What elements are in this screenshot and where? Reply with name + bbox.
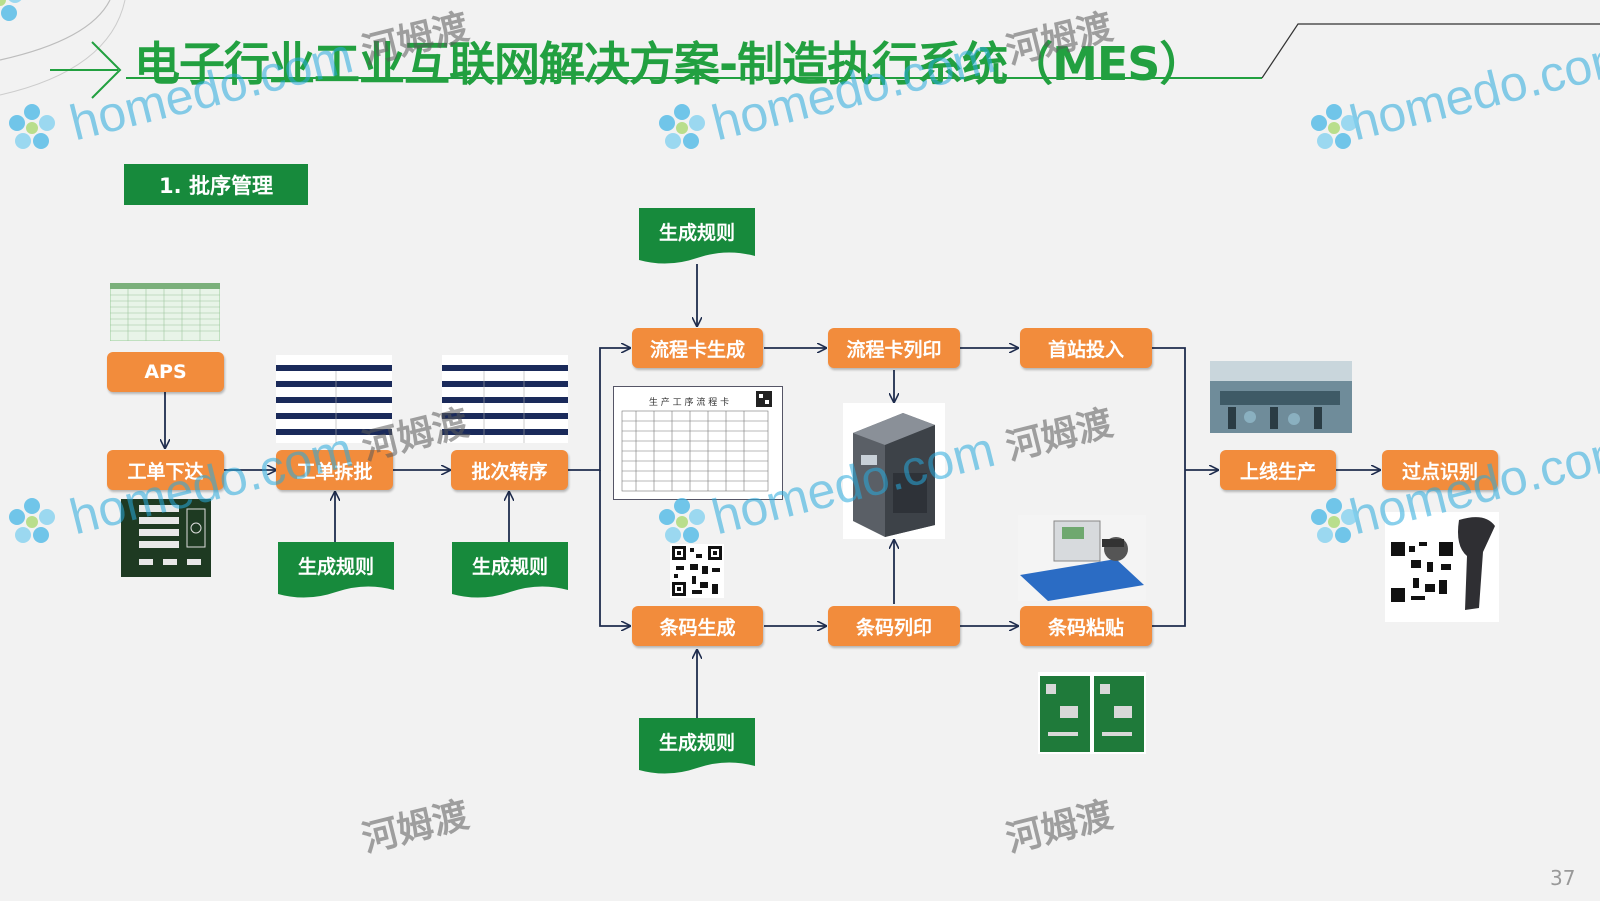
split-table-image bbox=[276, 355, 392, 443]
rule-barcode-label: 生成规则 bbox=[658, 731, 735, 754]
rule-split-label: 生成规则 bbox=[297, 555, 374, 578]
step-batch-transfer: 批次转序 bbox=[451, 450, 568, 490]
step-barcode-generate: 条码生成 bbox=[632, 606, 763, 646]
rule-barcode: 生成规则 bbox=[639, 718, 755, 778]
step-online-production: 上线生产 bbox=[1220, 450, 1336, 490]
branch-connector bbox=[568, 348, 630, 471]
rule-split: 生成规则 bbox=[278, 542, 394, 602]
aps-spreadsheet-image bbox=[110, 283, 220, 341]
rule-transfer: 生成规则 bbox=[452, 542, 568, 602]
step-first-station-input: 首站投入 bbox=[1020, 328, 1152, 368]
page-number: 37 bbox=[1550, 866, 1576, 890]
step-flow-card-print: 流程卡列印 bbox=[828, 328, 960, 368]
flow-card-title: 生 产 工 序 流 程 卡 bbox=[648, 398, 730, 408]
step-work-order-split: 工单拆批 bbox=[276, 450, 393, 490]
rule-transfer-label: 生成规则 bbox=[471, 555, 548, 578]
batch-table-image bbox=[442, 355, 568, 443]
rule-flow-card-label: 生成规则 bbox=[658, 221, 735, 244]
merge-connector bbox=[1152, 347, 1186, 627]
section-label: 1. 批序管理 bbox=[124, 164, 308, 205]
pcb-board-image bbox=[1038, 672, 1146, 754]
step-checkpoint-recognition: 过点识别 bbox=[1382, 450, 1498, 490]
step-barcode-print: 条码列印 bbox=[828, 606, 960, 646]
flow-card-document: 生 产 工 序 流 程 卡 bbox=[613, 386, 783, 500]
step-work-order-issue: 工单下达 bbox=[107, 450, 224, 490]
step-aps: APS bbox=[107, 352, 224, 392]
barcode-scanner-image bbox=[1385, 512, 1499, 622]
production-line-image bbox=[1210, 361, 1352, 433]
step-barcode-paste: 条码粘贴 bbox=[1020, 606, 1152, 646]
rule-flow-card: 生成规则 bbox=[639, 208, 755, 268]
labeling-machine-image bbox=[1018, 515, 1146, 601]
work-order-form-image bbox=[121, 499, 211, 577]
page-title: 电子行业工业互联网解决方案-制造执行系统（MES） bbox=[134, 37, 1205, 91]
step-flow-card-generate: 流程卡生成 bbox=[632, 328, 763, 368]
qr-code-image bbox=[670, 544, 724, 598]
label-printer-image bbox=[843, 403, 945, 539]
